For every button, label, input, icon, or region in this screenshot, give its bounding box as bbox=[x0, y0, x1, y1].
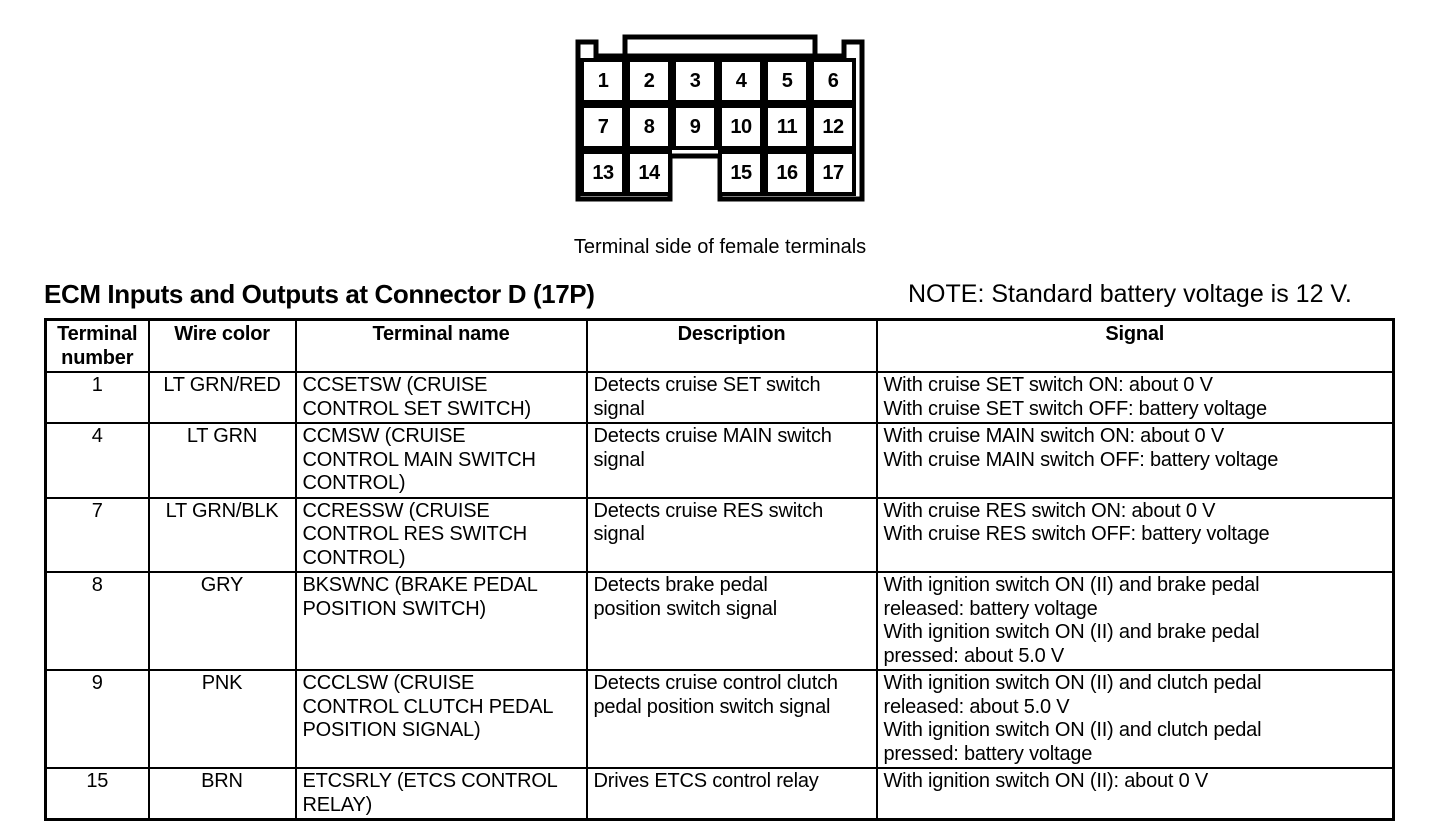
table-row: 8 GRY BKSWNC (BRAKE PEDAL POSITION SWITC… bbox=[44, 571, 1395, 671]
cell-wire-color: LT GRN bbox=[147, 422, 297, 499]
terminal-cell-10: 10 bbox=[718, 104, 764, 150]
cell-signal: With cruise SET switch ON: about 0 V Wit… bbox=[875, 371, 1395, 424]
cell-description: Detects brake pedal position switch sign… bbox=[585, 571, 878, 671]
cell-terminal-name: BKSWNC (BRAKE PEDAL POSITION SWITCH) bbox=[294, 571, 588, 671]
table-row: 4 LT GRN CCMSW (CRUISE CONTROL MAIN SWIT… bbox=[44, 422, 1395, 499]
cell-signal: With cruise RES switch ON: about 0 V Wit… bbox=[875, 496, 1395, 573]
cell-description: Drives ETCS control relay bbox=[585, 767, 878, 821]
cell-terminal-number: 8 bbox=[44, 571, 150, 671]
cell-terminal-number: 1 bbox=[44, 371, 150, 424]
cell-wire-color: LT GRN/RED bbox=[147, 371, 297, 424]
terminal-cell-8: 8 bbox=[626, 104, 672, 150]
note-text: NOTE: Standard battery voltage is 12 V. bbox=[908, 280, 1352, 308]
terminal-cell-4: 4 bbox=[718, 58, 764, 104]
column-header-1: Wire color bbox=[147, 318, 297, 373]
column-header-0: Terminal number bbox=[44, 318, 150, 373]
cell-wire-color: LT GRN/BLK bbox=[147, 496, 297, 573]
terminal-cell-5: 5 bbox=[764, 58, 810, 104]
cell-signal: With ignition switch ON (II) and clutch … bbox=[875, 669, 1395, 769]
terminal-cell-17: 17 bbox=[810, 150, 856, 196]
column-header-4: Signal bbox=[875, 318, 1395, 373]
cell-terminal-number: 9 bbox=[44, 669, 150, 769]
terminal-cell-13: 13 bbox=[580, 150, 626, 196]
table-row: 1 LT GRN/RED CCSETSW (CRUISE CONTROL SET… bbox=[44, 371, 1395, 424]
column-header-2: Terminal name bbox=[294, 318, 588, 373]
connector-top-tab bbox=[622, 34, 818, 59]
table-row: 15 BRN ETCSRLY (ETCS CONTROL RELAY) Driv… bbox=[44, 767, 1395, 821]
cell-terminal-number: 4 bbox=[44, 422, 150, 499]
terminal-cell-7: 7 bbox=[580, 104, 626, 150]
terminal-cell-6: 6 bbox=[810, 58, 856, 104]
terminal-cell-2: 2 bbox=[626, 58, 672, 104]
table-body: 1 LT GRN/RED CCSETSW (CRUISE CONTROL SET… bbox=[44, 371, 1395, 821]
cell-wire-color: PNK bbox=[147, 669, 297, 769]
cell-description: Detects cruise RES switch signal bbox=[585, 496, 878, 573]
cell-terminal-number: 15 bbox=[44, 767, 150, 821]
cell-description: Detects cruise SET switch signal bbox=[585, 371, 878, 424]
page-title: ECM Inputs and Outputs at Connector D (1… bbox=[44, 279, 595, 309]
terminal-cell-9: 9 bbox=[672, 104, 718, 150]
terminal-cell-16: 16 bbox=[764, 150, 810, 196]
cell-terminal-number: 7 bbox=[44, 496, 150, 573]
table-row: 9 PNK CCCLSW (CRUISE CONTROL CLUTCH PEDA… bbox=[44, 669, 1395, 769]
terminal-cell-12: 12 bbox=[810, 104, 856, 150]
terminal-cell-11: 11 bbox=[764, 104, 810, 150]
terminal-cell-14: 14 bbox=[626, 150, 672, 196]
cell-description: Detects cruise control clutch pedal posi… bbox=[585, 669, 878, 769]
terminal-cell-1: 1 bbox=[580, 58, 626, 104]
cell-terminal-name: ETCSRLY (ETCS CONTROL RELAY) bbox=[294, 767, 588, 821]
column-header-3: Description bbox=[585, 318, 878, 373]
cell-wire-color: GRY bbox=[147, 571, 297, 671]
cell-description: Detects cruise MAIN switch signal bbox=[585, 422, 878, 499]
cell-terminal-name: CCCLSW (CRUISE CONTROL CLUTCH PEDAL POSI… bbox=[294, 669, 588, 769]
cell-terminal-name: CCSETSW (CRUISE CONTROL SET SWITCH) bbox=[294, 371, 588, 424]
connector-caption: Terminal side of female terminals bbox=[573, 236, 867, 258]
terminal-cell-15: 15 bbox=[718, 150, 764, 196]
cell-signal: With ignition switch ON (II) and brake p… bbox=[875, 571, 1395, 671]
cell-signal: With ignition switch ON (II): about 0 V bbox=[875, 767, 1395, 821]
cell-signal: With cruise MAIN switch ON: about 0 V Wi… bbox=[875, 422, 1395, 499]
cell-terminal-name: CCRESSW (CRUISE CONTROL RES SWITCH CONTR… bbox=[294, 496, 588, 573]
cell-terminal-name: CCMSW (CRUISE CONTROL MAIN SWITCH CONTRO… bbox=[294, 422, 588, 499]
terminal-cell-3: 3 bbox=[672, 58, 718, 104]
table-row: 7 LT GRN/BLK CCRESSW (CRUISE CONTROL RES… bbox=[44, 496, 1395, 573]
cell-wire-color: BRN bbox=[147, 767, 297, 821]
